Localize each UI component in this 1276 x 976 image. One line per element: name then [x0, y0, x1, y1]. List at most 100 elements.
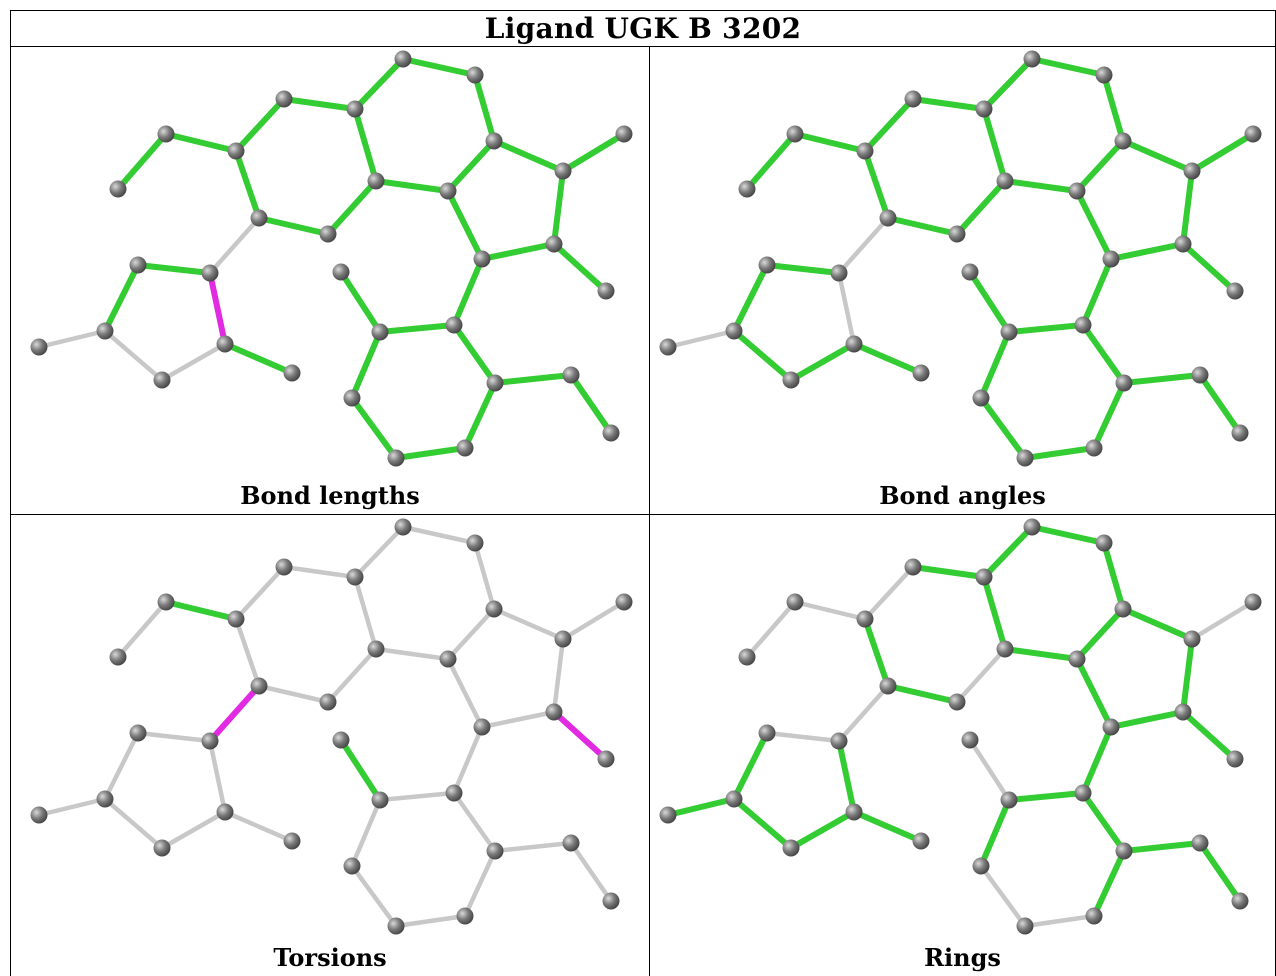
- atom: [972, 389, 990, 407]
- bond-grey: [560, 599, 627, 642]
- bond-validated: [1074, 606, 1126, 662]
- atom: [738, 648, 756, 666]
- atom: [659, 806, 677, 824]
- atom: [615, 593, 633, 611]
- bond-validated: [102, 262, 141, 334]
- atom: [283, 364, 301, 382]
- bond-validated: [338, 269, 383, 335]
- atom: [30, 338, 48, 356]
- bond-flagged: [207, 270, 228, 347]
- atom: [615, 125, 633, 143]
- bond-validated: [1002, 646, 1080, 662]
- bond-grey: [836, 270, 857, 347]
- atom: [1183, 630, 1201, 648]
- atom: [562, 366, 580, 384]
- bond-validated: [1180, 636, 1195, 715]
- atom: [961, 263, 979, 281]
- caption-bond-angles: Bond angles: [879, 481, 1046, 510]
- bond-grey: [551, 636, 566, 715]
- atom: [1191, 834, 1209, 852]
- atom: [554, 162, 572, 180]
- bond-flagged: [551, 709, 609, 762]
- bond-grey: [462, 848, 498, 919]
- atom: [275, 558, 293, 576]
- bond-validated: [978, 797, 1012, 869]
- panel-rings: Rings: [649, 514, 1276, 976]
- atom: [879, 209, 897, 227]
- atom: [545, 235, 563, 253]
- atom: [782, 839, 800, 857]
- atom: [845, 803, 863, 821]
- bond-validated: [256, 215, 331, 237]
- panel-bond-lengths: Bond lengths: [10, 46, 649, 514]
- atom: [1000, 323, 1018, 341]
- atom: [659, 338, 677, 356]
- atom: [1095, 66, 1113, 84]
- bond-grey: [207, 738, 228, 815]
- bond-grey: [349, 797, 383, 869]
- atom: [371, 323, 389, 341]
- bond-validated: [472, 72, 497, 144]
- atom: [96, 790, 114, 808]
- atom: [129, 256, 147, 274]
- atom: [554, 630, 572, 648]
- atom: [782, 371, 800, 389]
- bond-grey: [393, 913, 468, 929]
- bond-validated: [1197, 372, 1243, 436]
- bond-grey: [159, 809, 228, 851]
- atom: [473, 718, 491, 736]
- bond-grey: [472, 540, 497, 612]
- atom: [1114, 600, 1132, 618]
- atom: [948, 225, 966, 243]
- bond-validated: [862, 616, 891, 689]
- atom: [439, 182, 457, 200]
- atom: [96, 322, 114, 340]
- bond-validated: [551, 241, 609, 294]
- atom: [456, 907, 474, 925]
- bond-validated: [115, 131, 169, 192]
- atom: [466, 534, 484, 552]
- bond-validated: [1006, 322, 1086, 335]
- atom: [486, 842, 504, 860]
- bond-grey: [373, 646, 451, 662]
- bond-grey: [102, 328, 165, 383]
- bond-validated: [393, 445, 468, 461]
- atom: [1023, 50, 1041, 68]
- atom: [758, 724, 776, 742]
- bond-validated: [1180, 709, 1238, 762]
- bond-validated: [1180, 241, 1238, 294]
- atom: [445, 784, 463, 802]
- bond-validated: [491, 138, 566, 174]
- atom: [153, 839, 171, 857]
- bond-validated: [1074, 188, 1114, 262]
- bond-validated: [451, 322, 498, 386]
- bond-grey: [1189, 599, 1256, 642]
- atom: [948, 693, 966, 711]
- bond-grey: [744, 599, 798, 660]
- bond-validated: [1091, 848, 1127, 919]
- atom: [1102, 718, 1120, 736]
- atom: [346, 100, 364, 118]
- atom: [394, 50, 412, 68]
- bond-grey: [967, 737, 1012, 803]
- atom: [1095, 534, 1113, 552]
- bond-grey: [233, 616, 262, 689]
- atom: [367, 640, 385, 658]
- bond-validated: [1108, 241, 1186, 262]
- bond-grey: [36, 796, 108, 818]
- bond-validated: [451, 256, 485, 328]
- bond-grey: [1022, 913, 1097, 929]
- bond-validated: [281, 96, 358, 112]
- molecule-diagram-bond-angles: [659, 50, 1262, 467]
- bond-validated: [788, 809, 857, 851]
- bond-validated: [731, 262, 770, 334]
- atom: [109, 180, 127, 198]
- bond-grey: [222, 809, 295, 844]
- caption-torsions: Torsions: [273, 943, 387, 972]
- atom: [996, 640, 1014, 658]
- atom: [1115, 842, 1133, 860]
- atom: [1174, 703, 1192, 721]
- bond-validated: [665, 796, 737, 818]
- atom: [332, 263, 350, 281]
- bond-grey: [325, 646, 379, 705]
